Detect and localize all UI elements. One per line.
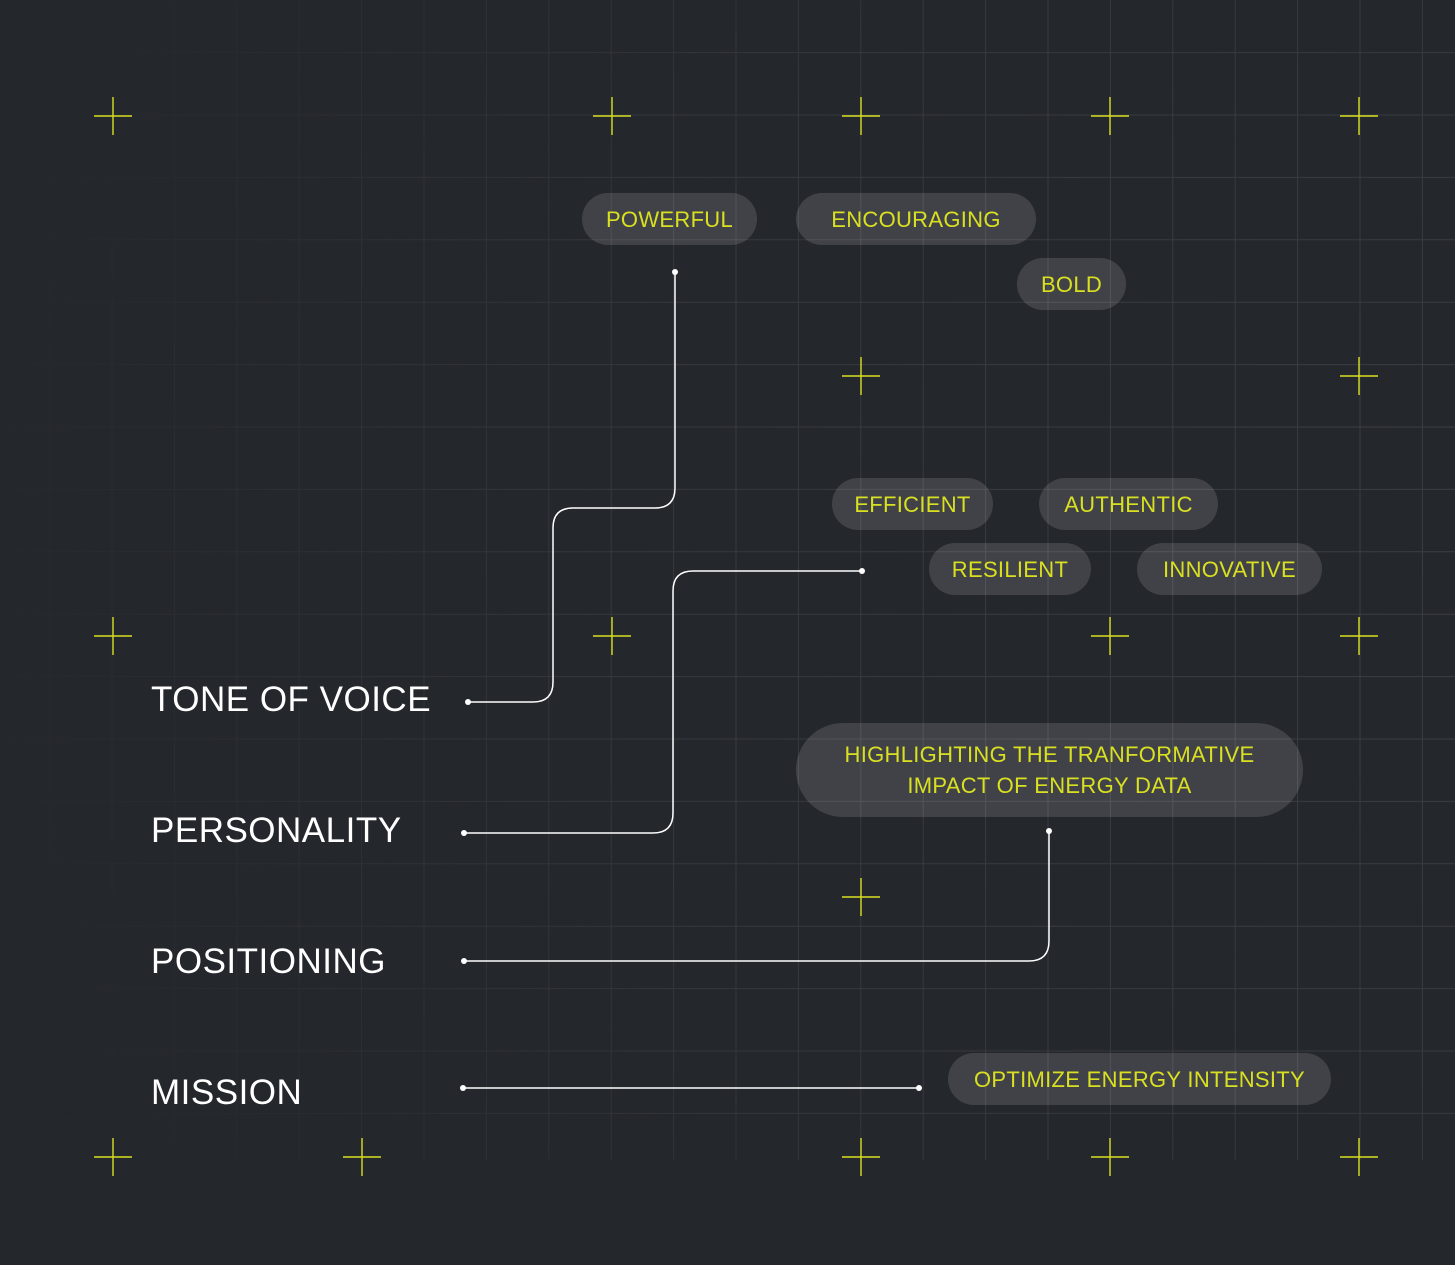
- node-dot: [859, 568, 865, 574]
- plus-icon: [1091, 97, 1129, 135]
- category-mission: MISSION: [151, 1073, 303, 1112]
- pill-mission-statement: OPTIMIZE ENERGY INTENSITY: [948, 1053, 1331, 1105]
- node-dot: [672, 269, 678, 275]
- connector-personality-efficient: [464, 570, 862, 834]
- node-dot: [461, 830, 467, 836]
- node-dot: [1046, 828, 1052, 834]
- node-dot: [460, 1085, 466, 1091]
- node-dot: [916, 1085, 922, 1091]
- pill-authentic: AUTHENTIC: [1039, 478, 1218, 530]
- connector-positioning-statement: [464, 831, 1050, 962]
- node-dot: [461, 958, 467, 964]
- plus-icon: [593, 97, 631, 135]
- plus-icon: [94, 617, 132, 655]
- pill-innovative: INNOVATIVE: [1137, 543, 1322, 595]
- plus-icon: [1340, 1138, 1378, 1176]
- category-tone-of-voice: TONE OF VOICE: [151, 680, 432, 719]
- pill-positioning-statement: HIGHLIGHTING THE TRANFORMATIVE IMPACT OF…: [796, 723, 1303, 817]
- pill-bold: BOLD: [1017, 258, 1126, 310]
- plus-icon: [842, 878, 880, 916]
- plus-icon: [842, 97, 880, 135]
- node-dot: [465, 699, 471, 705]
- plus-icon: [842, 1138, 880, 1176]
- connector-tone-powerful: [468, 272, 676, 703]
- plus-icon: [593, 617, 631, 655]
- pill-encouraging: ENCOURAGING: [796, 193, 1036, 245]
- category-positioning: POSITIONING: [151, 942, 386, 981]
- plus-icon: [1340, 617, 1378, 655]
- plus-icon: [1091, 617, 1129, 655]
- plus-icon: [1340, 357, 1378, 395]
- plus-icon: [842, 357, 880, 395]
- plus-icon: [343, 1138, 381, 1176]
- plus-icon: [1091, 1138, 1129, 1176]
- pill-resilient: RESILIENT: [929, 543, 1091, 595]
- pill-efficient: EFFICIENT: [832, 478, 993, 530]
- pill-powerful: POWERFUL: [582, 193, 757, 245]
- plus-icon: [1340, 97, 1378, 135]
- plus-icon: [94, 97, 132, 135]
- category-personality: PERSONALITY: [151, 811, 402, 850]
- plus-icon: [94, 1138, 132, 1176]
